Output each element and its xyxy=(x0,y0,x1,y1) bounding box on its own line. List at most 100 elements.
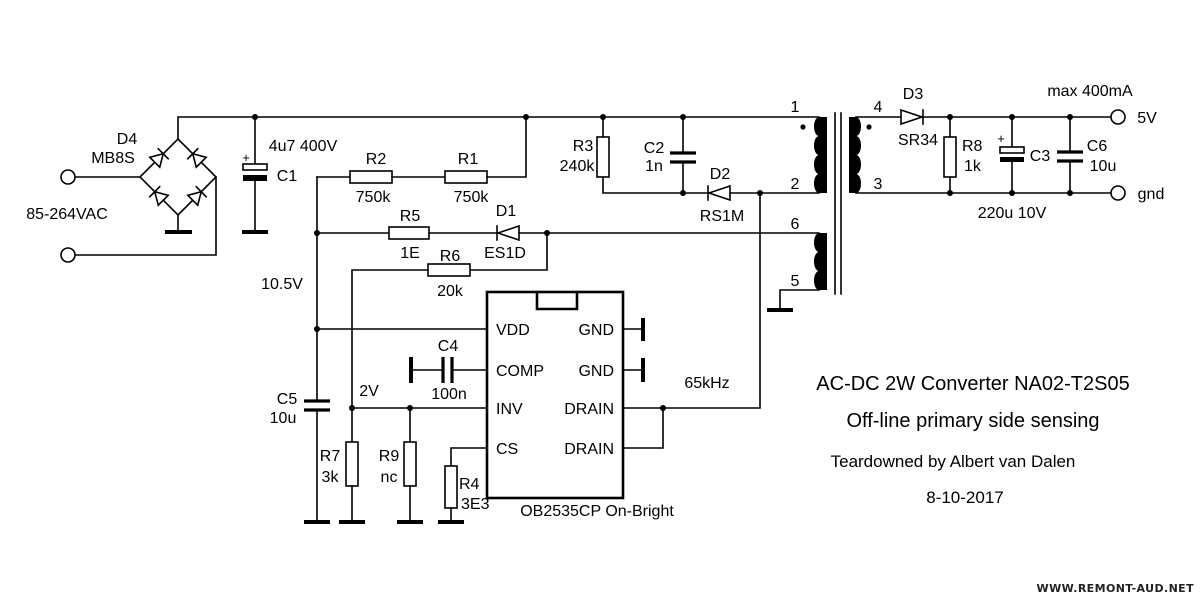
wire-cs-pin xyxy=(450,447,488,467)
secondary-winding xyxy=(849,117,861,193)
bridge-rectifier-d4: D4 MB8S xyxy=(91,131,218,234)
c1-ref: C1 xyxy=(277,168,298,185)
auxiliary-feed: R5 1E D1 ES1D R6 20k xyxy=(316,203,820,443)
d4-ref: D4 xyxy=(117,131,138,148)
junction-dot xyxy=(523,114,529,120)
resistor-r9 xyxy=(403,441,417,487)
auxiliary-winding xyxy=(814,233,827,290)
wire-r6-top xyxy=(469,232,548,271)
output-gnd-label: gnd xyxy=(1138,186,1165,203)
d3-value: SR34 xyxy=(898,132,938,149)
r9-ref: R9 xyxy=(379,448,400,465)
junction-dot xyxy=(314,230,320,236)
c4-value: 100n xyxy=(431,386,467,403)
secondary-output: D3 SR34 R8 1k + C3 220u 10V C6 10u max 4… xyxy=(855,83,1165,222)
title-block: AC-DC 2W Converter NA02-T2S05 Off-line p… xyxy=(816,373,1129,507)
d1-value: ES1D xyxy=(484,245,526,262)
r8-value: 1k xyxy=(964,158,982,175)
diode-d2 xyxy=(706,184,731,202)
junction-dot xyxy=(1067,114,1073,120)
r7-ref: R7 xyxy=(320,448,341,465)
ic-body xyxy=(485,290,625,500)
resistor-r5 xyxy=(388,226,430,240)
snubber: R3 240k C2 1n D2 RS1M xyxy=(560,116,820,225)
c3-negative-plate xyxy=(1000,157,1024,162)
frequency-label: 65kHz xyxy=(684,375,729,392)
c4-ref: C4 xyxy=(438,338,459,355)
wire-r3-bottom xyxy=(602,176,709,194)
c5-ref: C5 xyxy=(277,391,298,408)
vdd-voltage-label: 10.5V xyxy=(261,276,303,293)
junction-dot xyxy=(660,405,666,411)
max-current-label: max 400mA xyxy=(1047,83,1133,100)
c6-ref: C6 xyxy=(1087,138,1108,155)
transformer: 1 2 6 5 4 3 xyxy=(767,99,883,312)
c1-value: 4u7 400V xyxy=(269,138,338,155)
c1-positive-plate xyxy=(242,163,268,171)
ic-name: OB2535CP On-Bright xyxy=(520,503,674,520)
d4-value: MB8S xyxy=(91,150,135,167)
junction-dot xyxy=(1009,190,1015,196)
d3-ref: D3 xyxy=(903,86,924,103)
junction-dot xyxy=(349,405,355,411)
c3-ref: C3 xyxy=(1030,148,1051,165)
wire-r1-rail xyxy=(486,116,527,178)
r5-value: 1E xyxy=(400,245,420,262)
c1-polarity: + xyxy=(242,150,250,165)
r2-value: 750k xyxy=(356,189,392,206)
ac-input: 85-264VAC xyxy=(26,169,217,263)
junction-dot xyxy=(1009,114,1015,120)
d1-ref: D1 xyxy=(496,203,517,220)
junction-dot xyxy=(757,190,763,196)
diagram-author: Teardowned by Albert van Dalen xyxy=(831,452,1076,471)
r5-ref: R5 xyxy=(400,208,421,225)
ac-input-voltage-label: 85-264VAC xyxy=(26,206,108,223)
feedback-divider: 2V R7 3k R9 nc xyxy=(320,383,488,524)
junction-dot xyxy=(314,326,320,332)
transformer-pin-6: 6 xyxy=(791,216,800,233)
junction-dot xyxy=(947,114,953,120)
resistor-r1 xyxy=(444,170,488,184)
ic-pin-cs: CS xyxy=(496,441,518,458)
transformer-pin-4: 4 xyxy=(874,99,883,116)
c2-value: 1n xyxy=(645,158,663,175)
resistor-r3 xyxy=(596,136,610,178)
junction-dot xyxy=(600,114,606,120)
r9-value: nc xyxy=(381,469,398,486)
output-5v-label: 5V xyxy=(1137,110,1157,127)
current-sense-r4: R4 3E3 xyxy=(438,447,490,524)
ic-pin-gnd-2: GND xyxy=(578,363,614,380)
ac-terminal-bottom xyxy=(60,247,76,263)
transformer-pin-1: 1 xyxy=(791,99,800,116)
output-terminal-5v xyxy=(1110,109,1126,125)
capacitor-c1: + C1 4u7 400V xyxy=(242,116,338,234)
c3-positive-plate xyxy=(999,146,1025,154)
junction-dot xyxy=(680,190,686,196)
transformer-pin-2: 2 xyxy=(791,176,800,193)
junction-dot xyxy=(947,190,953,196)
wire-pin5 xyxy=(779,289,820,311)
transformer-pin-3: 3 xyxy=(874,176,883,193)
wire-drain-2 xyxy=(622,407,664,449)
r6-value: 20k xyxy=(437,283,464,300)
r1-value: 750k xyxy=(454,189,490,206)
junction-dot xyxy=(252,114,258,120)
r4-value: 3E3 xyxy=(461,496,490,513)
resistor-r6 xyxy=(427,263,471,277)
ic-pin-drain-1: DRAIN xyxy=(564,401,614,418)
c3-value: 220u 10V xyxy=(978,205,1047,222)
junction-dot xyxy=(544,230,550,236)
watermark: WWW.REMONT-AUD.NET xyxy=(1037,582,1195,595)
ic-pin-drain-2: DRAIN xyxy=(564,441,614,458)
c1-negative-plate xyxy=(243,175,267,181)
ac-terminal-top xyxy=(60,169,76,185)
c2-ref: C2 xyxy=(644,140,665,157)
r2-ref: R2 xyxy=(366,151,387,168)
inv-voltage-label: 2V xyxy=(359,383,379,400)
bridge-outline xyxy=(138,137,218,217)
junction-dot xyxy=(1067,190,1073,196)
bridge-diode-lower-right xyxy=(186,185,208,207)
c5-value: 10u xyxy=(270,410,297,427)
